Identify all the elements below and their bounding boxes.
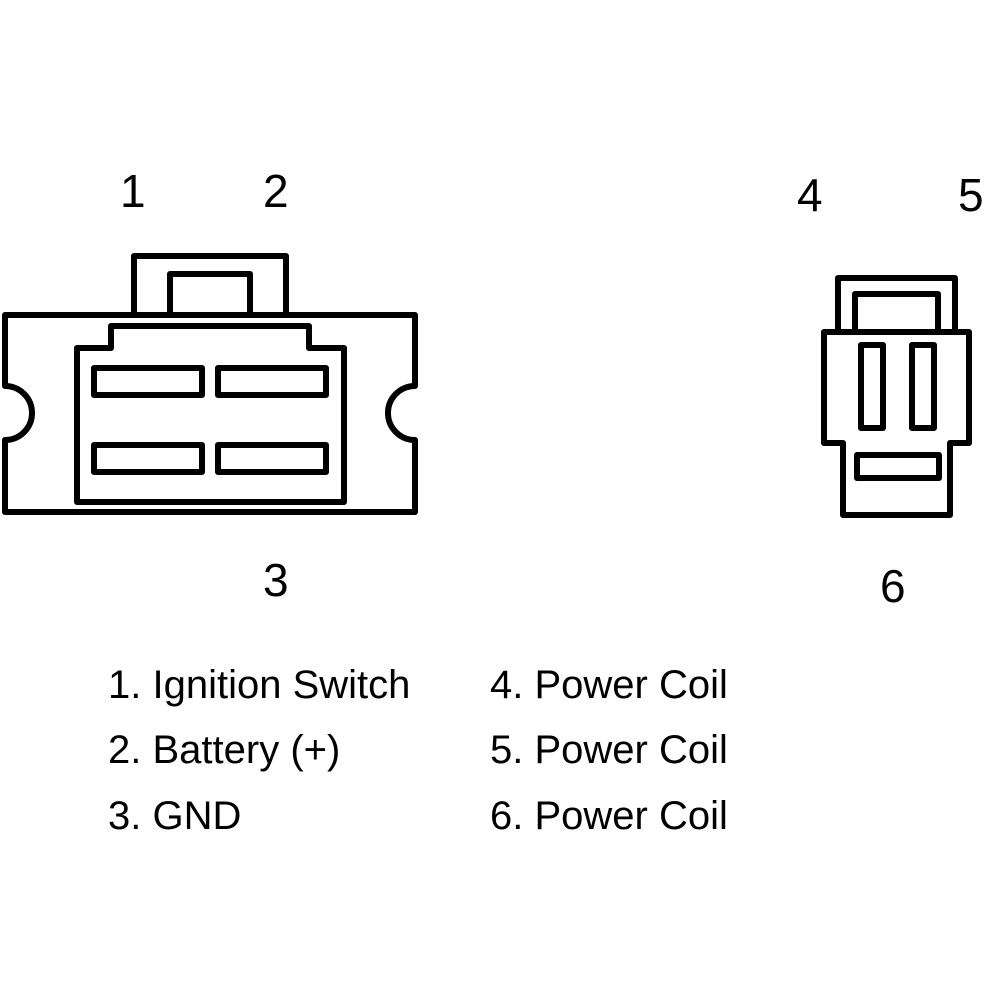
right-connector-top-tab xyxy=(835,275,958,332)
right-connector-inner-tab xyxy=(852,291,941,332)
left-connector-top-tab xyxy=(131,253,289,315)
legend-number: 2. xyxy=(108,728,142,772)
left-connector-inner-tab xyxy=(167,271,253,315)
legend-item-2: 2. Battery (+) xyxy=(108,730,340,770)
pin-label-6: 6 xyxy=(880,560,906,612)
legend-number: 6. xyxy=(490,794,524,838)
left-connector xyxy=(2,253,418,515)
legend-item-1: 1. Ignition Switch xyxy=(108,665,410,705)
right-connector xyxy=(821,275,972,518)
legend-label: Ignition Switch xyxy=(152,663,411,707)
legend-label: Power Coil xyxy=(534,794,728,838)
legend-item-3: 3. GND xyxy=(108,796,241,836)
left-connector-body xyxy=(2,312,418,515)
legend-label: Power Coil xyxy=(534,663,728,707)
legend-item-6: 6. Power Coil xyxy=(490,796,728,836)
pin-label-3: 3 xyxy=(263,554,289,606)
left-connector-housing xyxy=(74,323,347,505)
legend-number: 3. xyxy=(108,794,142,838)
legend-label: GND xyxy=(152,794,242,838)
pin-label-2: 2 xyxy=(263,165,289,217)
legend-item-5: 5. Power Coil xyxy=(490,730,728,770)
pin-slot xyxy=(909,342,937,431)
pin-slot xyxy=(91,442,205,475)
pin-label-4: 4 xyxy=(797,169,823,221)
legend-number: 1. xyxy=(108,663,142,707)
right-connector-body xyxy=(821,329,972,518)
pin-label-5: 5 xyxy=(958,169,984,221)
legend-number: 5. xyxy=(490,728,524,772)
pin-slot xyxy=(854,452,942,481)
pin-slot xyxy=(215,442,329,475)
legend-label: Battery (+) xyxy=(152,728,341,772)
pin-label-1: 1 xyxy=(120,165,146,217)
legend-item-4: 4. Power Coil xyxy=(490,665,728,705)
pin-slot xyxy=(215,365,329,398)
pin-slot xyxy=(91,365,205,398)
pin-slot xyxy=(858,342,886,431)
legend-label: Power Coil xyxy=(534,728,728,772)
legend-number: 4. xyxy=(490,663,524,707)
